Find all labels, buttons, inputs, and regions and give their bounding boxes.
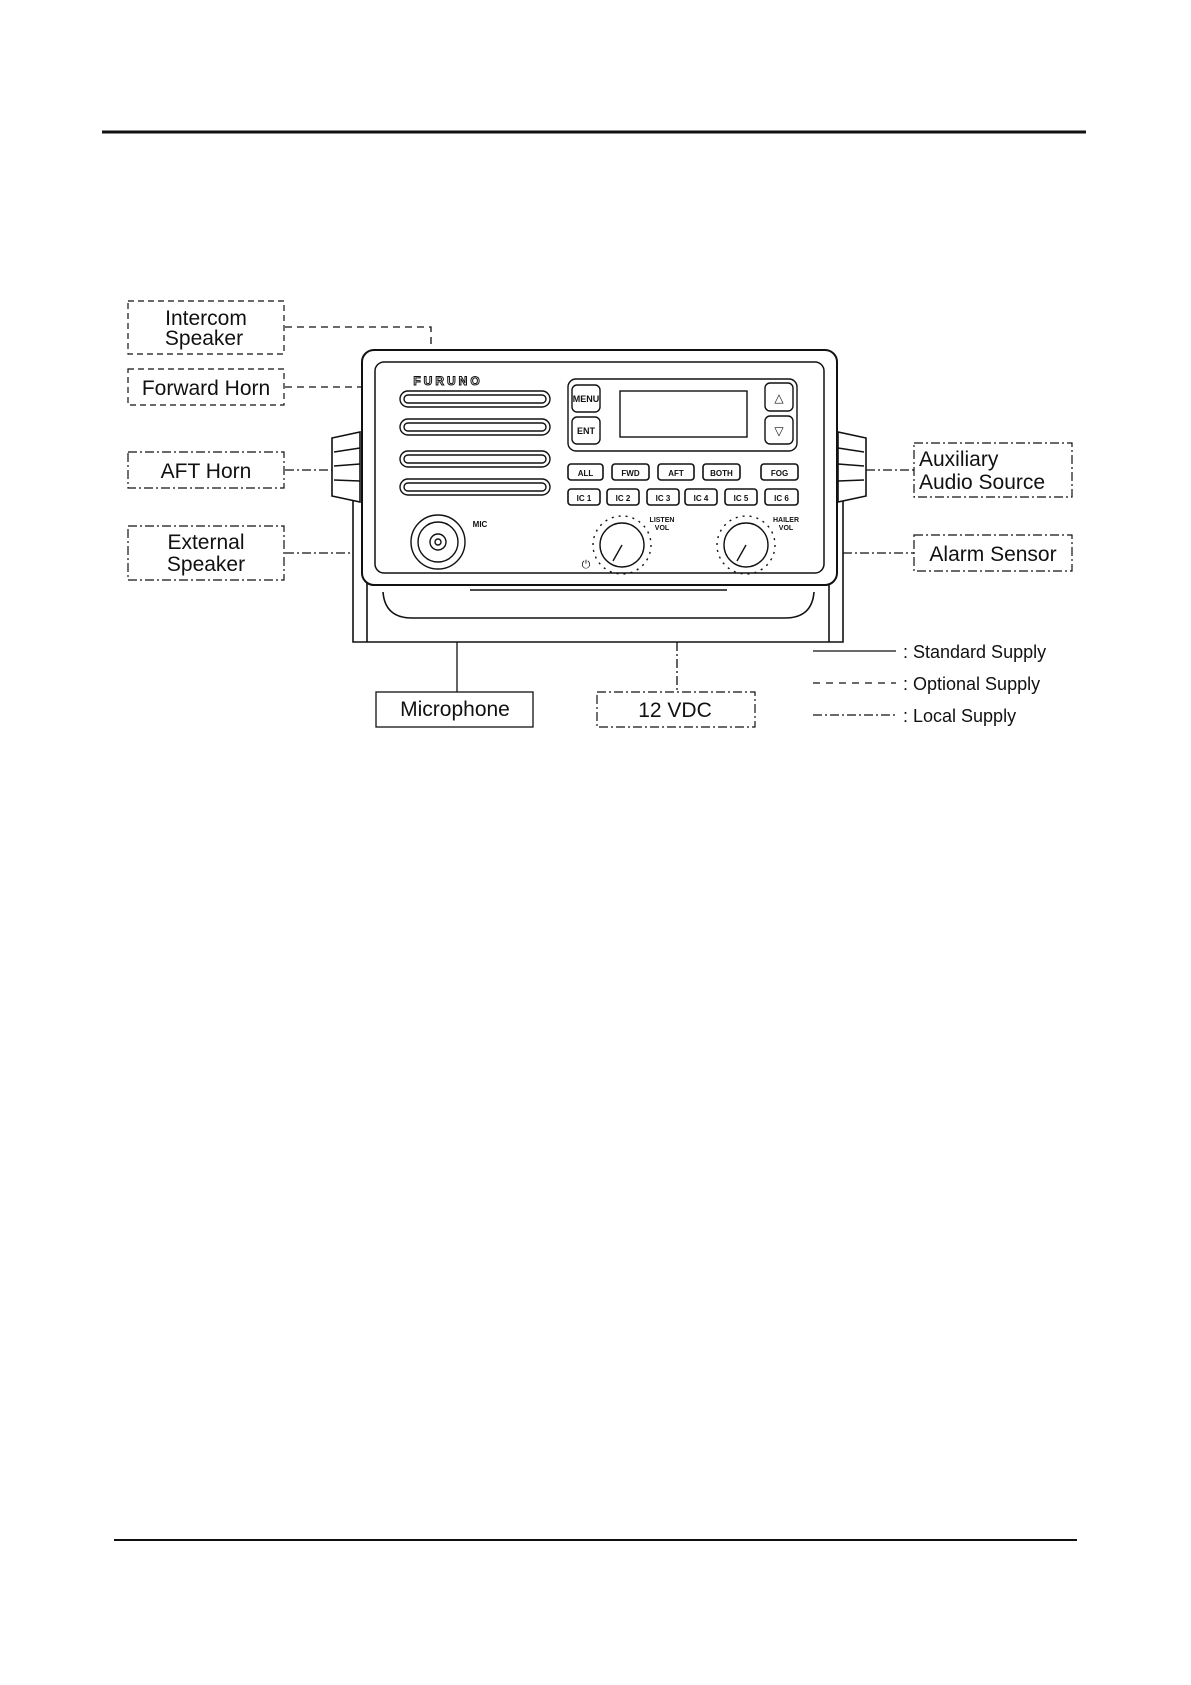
key-fwd[interactable]: FWD (612, 464, 649, 480)
intercom-speaker-label-2: Speaker (165, 327, 243, 350)
external-speaker-label-2: Speaker (167, 553, 245, 576)
listen-vol-label-2: VOL (655, 525, 670, 532)
key-ic3-label: IC 3 (656, 494, 671, 503)
mic-label: MIC (473, 520, 488, 529)
key-ic3[interactable]: IC 3 (647, 489, 679, 505)
down-arrow-key[interactable]: ▽ (765, 416, 793, 444)
auxiliary-audio-label-1: Auxiliary (919, 448, 999, 471)
aft-horn-label: AFT Horn (161, 460, 252, 483)
legend-optional-label: : Optional Supply (903, 674, 1040, 694)
menu-key[interactable]: MENU (572, 385, 600, 412)
alarm-sensor-label: Alarm Sensor (929, 543, 1056, 566)
external-speaker-label-1: External (167, 531, 244, 554)
key-ic4-label: IC 4 (694, 494, 709, 503)
key-ic5-label: IC 5 (734, 494, 749, 503)
menu-key-label: MENU (573, 394, 600, 404)
power-icon: ⏻ (582, 558, 591, 571)
key-all[interactable]: ALL (568, 464, 603, 480)
legend: : Standard Supply : Optional Supply : Lo… (813, 642, 1046, 726)
brand-logo: FURUNO (413, 374, 482, 388)
key-ic1-label: IC 1 (577, 494, 592, 503)
legend-standard-label: : Standard Supply (903, 642, 1046, 662)
key-ic6[interactable]: IC 6 (765, 489, 798, 505)
key-ic4[interactable]: IC 4 (685, 489, 717, 505)
key-both[interactable]: BOTH (703, 464, 740, 480)
key-ic1[interactable]: IC 1 (568, 489, 600, 505)
listen-vol-label-1: LISTEN (650, 517, 675, 524)
hailer-vol-label-2: VOL (779, 525, 794, 532)
lcd-display (620, 391, 747, 437)
up-arrow-key[interactable]: △ (765, 383, 793, 411)
legend-local-label: : Local Supply (903, 706, 1016, 726)
down-arrow-icon: ▽ (774, 424, 784, 438)
auxiliary-audio-label-2: Audio Source (919, 471, 1045, 494)
ent-key-label: ENT (577, 426, 596, 436)
key-aft[interactable]: AFT (658, 464, 694, 480)
key-fwd-label: FWD (621, 469, 639, 478)
up-arrow-icon: △ (774, 391, 784, 405)
key-aft-label: AFT (668, 469, 684, 478)
line-intercom-speaker (285, 327, 431, 350)
key-ic2[interactable]: IC 2 (607, 489, 639, 505)
bracket-knob-right (838, 432, 866, 502)
key-ic6-label: IC 6 (774, 494, 789, 503)
forward-horn-label: Forward Horn (142, 377, 270, 400)
key-fog[interactable]: FOG (761, 464, 798, 480)
key-ic5[interactable]: IC 5 (725, 489, 757, 505)
key-fog-label: FOG (771, 469, 788, 478)
bracket-knob-left (332, 432, 360, 502)
hailer-vol-label-1: HAILER (773, 517, 799, 524)
key-ic2-label: IC 2 (616, 494, 631, 503)
key-both-label: BOTH (710, 469, 733, 478)
microphone-label: Microphone (400, 698, 510, 721)
key-all-label: ALL (578, 469, 594, 478)
ent-key[interactable]: ENT (572, 417, 600, 444)
power-12vdc-label: 12 VDC (638, 699, 712, 722)
